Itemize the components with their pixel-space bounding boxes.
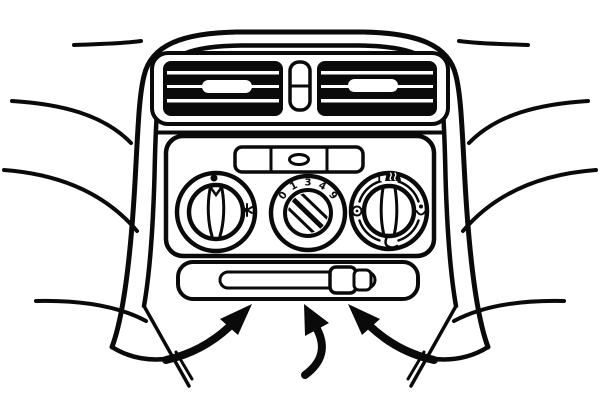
right-vent-slat: [321, 99, 433, 103]
slider-handle-main[interactable]: [328, 265, 358, 295]
bi-level-vent-icon: [415, 204, 427, 216]
dash-line-lower-right: [452, 298, 566, 323]
face-vent-icon: [351, 205, 363, 217]
button-strip[interactable]: [233, 145, 365, 174]
mode-knob-inner[interactable]: [361, 183, 417, 239]
lower-tray: [176, 260, 420, 301]
dash-line-lower-left: [34, 298, 148, 323]
floor-vent-icon: [384, 236, 399, 249]
airflow-arrow-right: [348, 304, 438, 364]
dashboard-contour-lines: [2, 39, 598, 323]
windshield-defrost-icon: [385, 172, 401, 181]
temperature-knob-grip: [206, 187, 214, 238]
temperature-dot-mark: [210, 174, 218, 182]
console-seam-right: [409, 304, 458, 388]
center-console-frame: [109, 29, 491, 388]
dash-line-top-right: [457, 39, 530, 47]
fan-speed-label-3: 4: [316, 180, 327, 193]
console-seam-left: [142, 304, 191, 388]
temperature-knob-grip: [218, 187, 226, 238]
oval-button[interactable]: [288, 153, 310, 166]
temperature-knob[interactable]: [174, 170, 258, 254]
right-air-vent[interactable]: [317, 61, 437, 116]
temperature-knob-pointer-notch: [209, 186, 223, 198]
fan-speed-knob[interactable]: 0 1 3 4 9: [268, 173, 348, 253]
mode-knob[interactable]: 1: [348, 170, 430, 252]
left-vent-handle[interactable]: [202, 80, 252, 93]
dash-line-upper-right: [467, 99, 590, 145]
slider-handle-tab[interactable]: [352, 268, 373, 292]
console-outer-frame: [109, 29, 491, 350]
airflow-arrow-center: [301, 304, 329, 379]
fan-speed-label-1: 1: [288, 180, 299, 193]
mode-knob-grip: [393, 186, 399, 235]
airflow-arrow-left: [162, 304, 252, 364]
vent-adjuster[interactable]: [288, 60, 312, 112]
right-vent-slat: [321, 71, 433, 75]
dash-line-mid-right: [461, 168, 598, 233]
mode-knob-grip: [379, 186, 385, 235]
slider-handle[interactable]: [328, 265, 373, 295]
fan-knob-grip-ridges: [288, 193, 328, 233]
console-inner-frame: [141, 43, 459, 309]
snowflake-icon: [241, 203, 253, 217]
vent-section: [150, 51, 450, 135]
mode-knob-top-label: 1: [376, 175, 383, 186]
dash-line-upper-left: [10, 99, 133, 145]
left-vent-slat: [167, 99, 279, 103]
climate-control-panel: 0 1 3 4 9 1: [163, 133, 437, 259]
left-vent-slat: [167, 71, 279, 75]
dash-line-mid-left: [2, 168, 139, 233]
left-air-vent[interactable]: [163, 61, 283, 116]
right-vent-handle[interactable]: [348, 79, 398, 92]
dash-line-top-left: [72, 39, 143, 47]
fan-speed-label-2: 3: [305, 178, 312, 189]
airflow-arrows: [162, 304, 438, 379]
